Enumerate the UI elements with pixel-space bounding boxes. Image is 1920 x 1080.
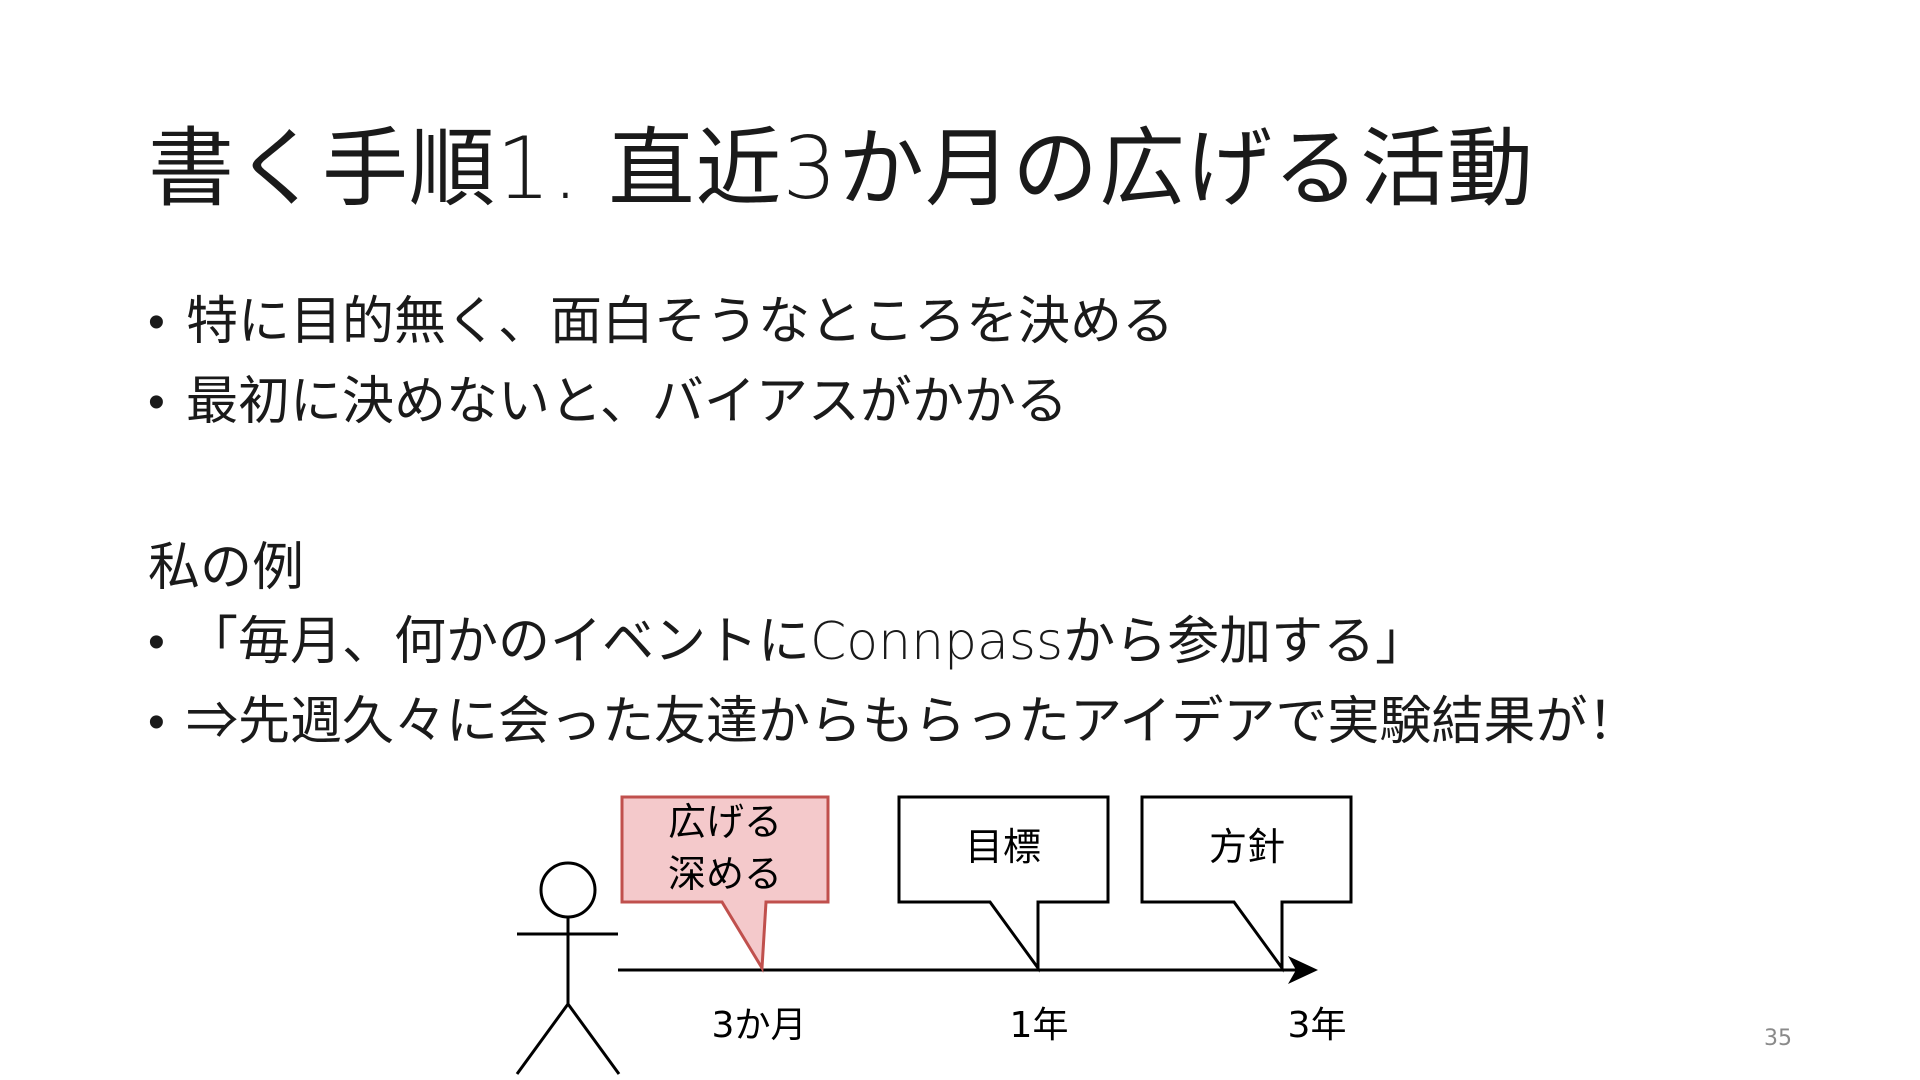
timeline-label-3-years: 3年 [1288, 1005, 1347, 1046]
bullet-item: 「毎月、何かのイベントにConnpassから参加する」 [148, 602, 1639, 682]
callout-expand: 広げる 深める [620, 795, 830, 973]
main-bullet-list: 特に目的無く、面白そうなところを決める 最初に決めないと、バイアスがかかる [148, 282, 1174, 442]
callout-expand-line2: 深める [668, 852, 782, 896]
bullet-item: 最初に決めないと、バイアスがかかる [148, 362, 1174, 442]
timeline-label-1-year: 1年 [1010, 1005, 1069, 1046]
person-icon [515, 861, 621, 1075]
callout-goal: 目標 [897, 795, 1110, 973]
callout-policy-label: 方針 [1209, 825, 1285, 869]
timeline-arrow [618, 956, 1318, 984]
example-bullet-list: 「毎月、何かのイベントにConnpassから参加する」 ⇒先週久々に会った友達か… [148, 602, 1639, 762]
bullet-item: ⇒先週久々に会った友達からもらったアイデアで実験結果が！ [148, 682, 1639, 762]
callout-policy: 方針 [1140, 795, 1353, 973]
callout-goal-label: 目標 [965, 825, 1041, 869]
timeline-label-3-months: 3か月 [712, 1005, 807, 1046]
callout-expand-shape [620, 795, 830, 973]
page-number: 35 [1764, 1026, 1792, 1051]
callout-policy-shape [1140, 795, 1353, 973]
callout-expand-line1: 広げる [668, 800, 782, 844]
example-heading: 私の例 [148, 538, 305, 598]
bullet-item: 特に目的無く、面白そうなところを決める [148, 282, 1174, 362]
slide-title: 書く手順1. 直近3か月の広げる活動 [148, 119, 1535, 219]
callout-goal-shape [897, 795, 1110, 973]
